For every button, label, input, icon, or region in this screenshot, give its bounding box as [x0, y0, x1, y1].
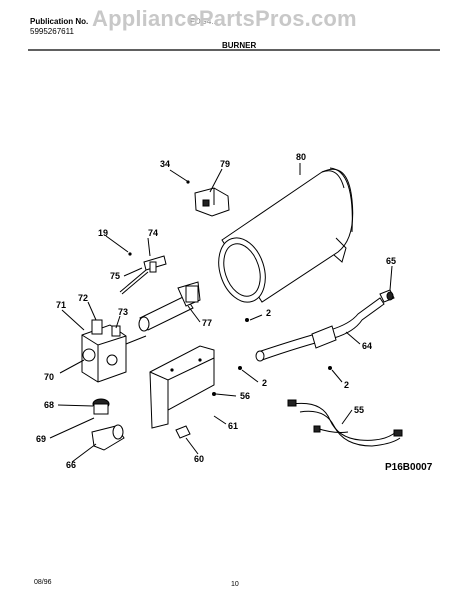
burner-tube [138, 281, 201, 332]
pipe-fitting [379, 289, 395, 303]
clip-60 [175, 425, 191, 439]
callout-64: 64 [362, 341, 373, 351]
callout-60: 60 [194, 454, 205, 464]
callout-2-right: 2 [344, 380, 350, 390]
combustion-chamber [218, 167, 354, 303]
callout-80: 80 [296, 152, 307, 162]
callout-70: 70 [44, 372, 55, 382]
callout-72: 72 [78, 293, 89, 303]
callout-34: 34 [160, 159, 171, 169]
leader-lines [49, 163, 393, 463]
callout-77: 77 [202, 318, 213, 328]
callout-61: 61 [228, 421, 239, 431]
diagram-code: P16B0007 [385, 462, 433, 473]
footer-date: 08/96 [34, 579, 52, 586]
screw-19 [128, 252, 132, 256]
callout-74: 74 [148, 228, 159, 238]
callout-56: 56 [240, 391, 251, 401]
model-number: FDG4... [190, 17, 219, 26]
wire-harness [287, 399, 403, 447]
igniter-assembly [119, 252, 167, 295]
callout-68: 68 [44, 400, 55, 410]
callout-73: 73 [118, 307, 129, 317]
watermark: AppliancePartsPros.com [92, 6, 357, 31]
gas-pipe [255, 297, 385, 362]
callout-2-upper: 2 [266, 308, 272, 318]
screw-34 [186, 180, 190, 184]
callout-71: 71 [56, 300, 67, 310]
callout-2-middle: 2 [262, 378, 268, 388]
footer-page: 10 [231, 581, 239, 588]
mounting-bracket [149, 345, 215, 429]
section-title: BURNER [222, 41, 257, 50]
callout-65: 65 [386, 256, 397, 266]
screws [212, 318, 332, 396]
orifice-elbow [91, 398, 125, 451]
callout-75: 75 [110, 271, 121, 281]
flame-sensor [194, 187, 230, 217]
publication-number: 5995267611 [30, 27, 74, 36]
callout-66: 66 [66, 460, 77, 470]
callout-69: 69 [36, 434, 47, 444]
gas-valve [81, 319, 147, 383]
callout-79: 79 [220, 159, 231, 169]
callout-55: 55 [354, 405, 365, 415]
publication-label: Publication No. [30, 17, 89, 26]
callout-19: 19 [98, 228, 109, 238]
